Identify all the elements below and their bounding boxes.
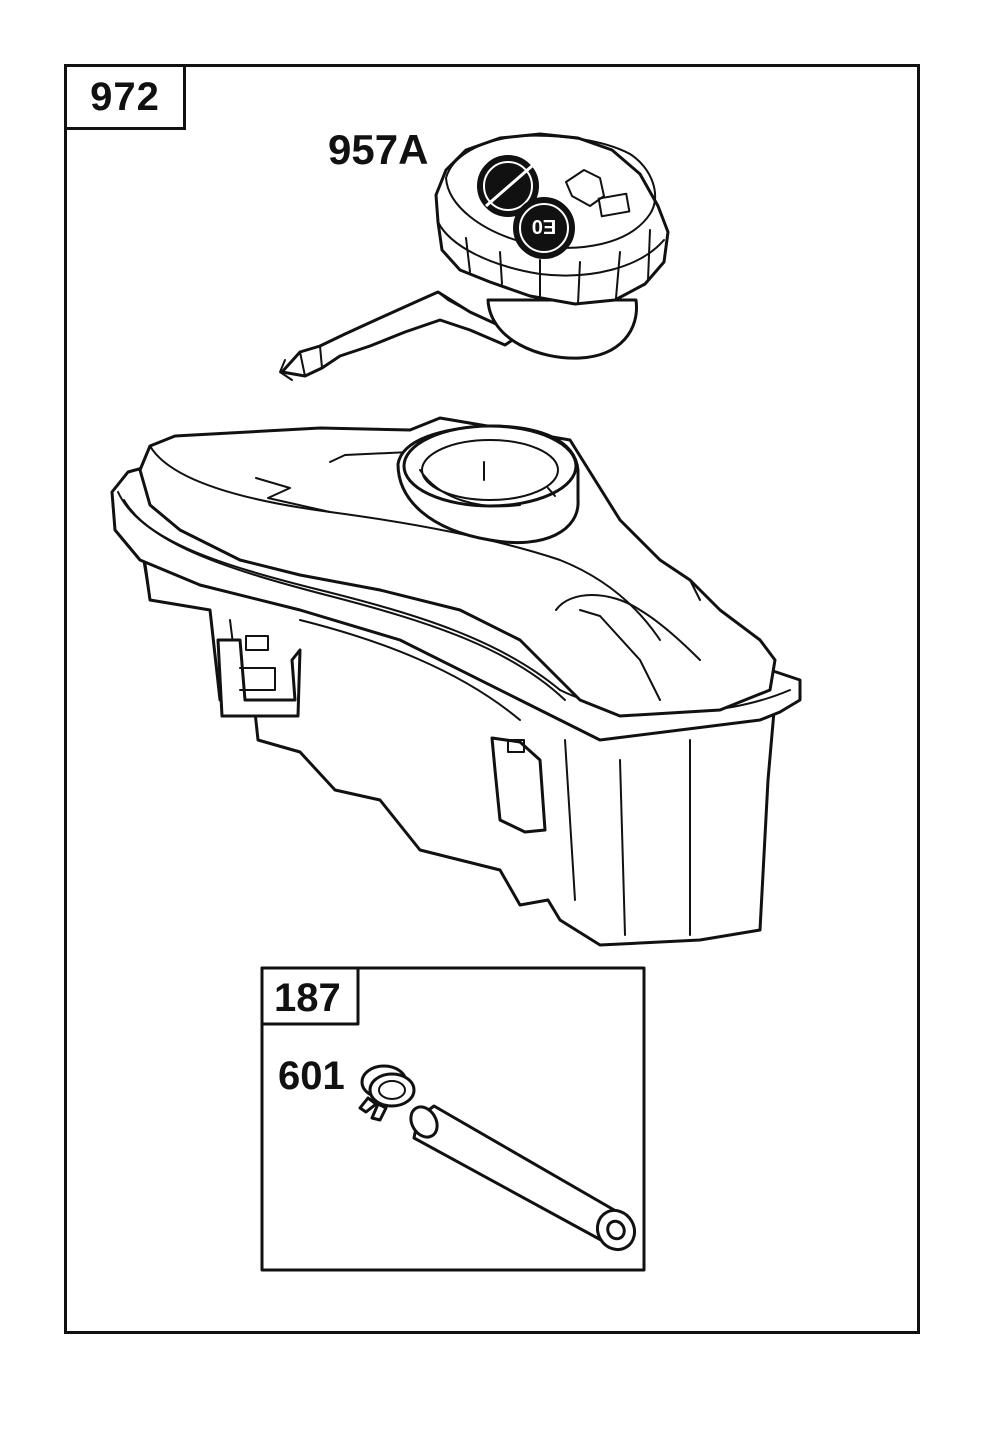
fuel-hose-icon (409, 1104, 637, 1252)
kit-number-tag: 972 (64, 64, 186, 130)
hose-clamp-icon (358, 1064, 416, 1122)
fuel-cap-icon: E0 (279, 132, 670, 381)
cap-emblem-text: E0 (532, 215, 556, 237)
cap-label: 957A (328, 126, 429, 173)
kit-frame (64, 64, 920, 1334)
hose-kit-number: 187 (274, 976, 341, 1020)
clamp-label: 601 (278, 1054, 345, 1098)
fuel-tank-icon (110, 416, 802, 947)
kit-number: 972 (90, 74, 160, 119)
